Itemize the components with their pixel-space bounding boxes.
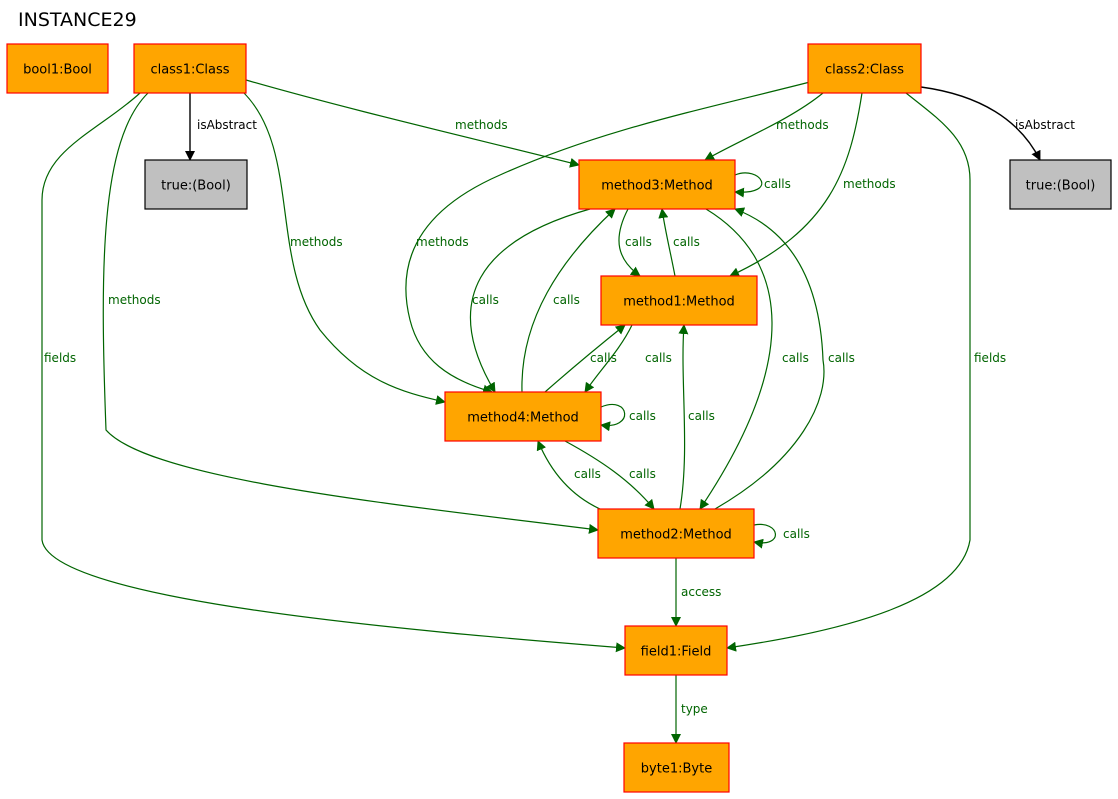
- node-box-byte1: [623, 742, 730, 793]
- edge-label-method2-method2: calls: [783, 527, 810, 541]
- edge-label-class2-method3: methods: [776, 118, 829, 132]
- edge-label-method3-method4: calls: [472, 293, 499, 307]
- edge-class2-fields-field1: [726, 92, 971, 652]
- node-box-method2: [597, 508, 755, 559]
- edge-label-class2-field1: fields: [974, 351, 1006, 365]
- edge-label-method3-method1: calls: [625, 235, 652, 249]
- node-box-bool1: [6, 43, 109, 94]
- edge-label-class1-method4: methods: [290, 235, 343, 249]
- edge-method3-calls-method3: [734, 172, 763, 198]
- edge-label-class2-method1: methods: [843, 177, 896, 191]
- node-box-true1: [144, 159, 248, 210]
- edge-class1-methods-method2: [102, 92, 599, 534]
- edges-layer: [41, 79, 1041, 744]
- node-box-class1: [133, 43, 247, 94]
- edge-class1-methods-method3: [245, 79, 580, 168]
- edge-class2-methods-method3: [704, 92, 824, 161]
- edge-label-method4-method1: calls: [590, 351, 617, 365]
- node-class1[interactable]: class1:Class: [133, 43, 247, 94]
- node-class2[interactable]: class2:Class: [807, 43, 922, 94]
- node-label-method2: method2:Method: [620, 528, 732, 543]
- edge-label-class1-field1: fields: [44, 351, 76, 365]
- edge-label-method4-method3: calls: [553, 293, 580, 307]
- node-method1[interactable]: method1:Method: [600, 275, 758, 326]
- edge-method2-calls-method3: [714, 207, 825, 510]
- node-field1[interactable]: field1:Field: [624, 625, 728, 676]
- edge-label-method2-method1: calls: [688, 409, 715, 423]
- node-box-method4: [444, 391, 602, 442]
- nodes-layer: bool1:Bool class1:Class class2:Class true:(…: [6, 43, 1112, 793]
- edge-method3-calls-method4: [470, 208, 591, 393]
- edge-label-method2-field1: access: [681, 585, 721, 599]
- node-box-method3: [578, 159, 736, 210]
- edge-label-class1-true1: isAbstract: [197, 118, 257, 132]
- node-label-method4: method4:Method: [467, 411, 579, 426]
- edge-label-method2-method3: calls: [828, 351, 855, 365]
- node-byte1[interactable]: byte1:Byte: [623, 742, 730, 793]
- node-label-byte1: byte1:Byte: [641, 762, 712, 777]
- edge-label-class1-method2: methods: [108, 293, 161, 307]
- node-box-field1: [624, 625, 728, 676]
- edge-method4-calls-method1: [544, 324, 626, 393]
- edge-method4-calls-method4: [600, 403, 626, 432]
- node-box-class2: [807, 43, 922, 94]
- node-label-true2: true:(Bool): [1026, 179, 1096, 194]
- edge-labels-layer: isAbstract methods methods methods fields isA…: [44, 118, 1075, 716]
- node-label-true1: true:(Bool): [161, 179, 231, 194]
- node-label-class2: class2:Class: [825, 63, 904, 78]
- edge-class2-methods-method1: [729, 92, 863, 277]
- edge-label-method4-method2: calls: [629, 467, 656, 481]
- node-method2[interactable]: method2:Method: [597, 508, 755, 559]
- edge-label-method3-method2: calls: [782, 351, 809, 365]
- edge-label-field1-byte1: type: [681, 702, 708, 716]
- node-true2[interactable]: true:(Bool): [1009, 159, 1112, 210]
- node-box-method1: [600, 275, 758, 326]
- edge-method1-calls-method3: [658, 208, 676, 277]
- node-bool1[interactable]: bool1:Bool: [6, 43, 109, 94]
- node-label-method1: method1:Method: [623, 295, 735, 310]
- edge-class1-methods-method4: [243, 92, 446, 405]
- edge-label-method2-method4: calls: [574, 467, 601, 481]
- edge-class2-isAbstract-true2: [920, 86, 1041, 161]
- node-label-bool1: bool1:Bool: [23, 63, 92, 78]
- edge-method3-calls-method1: [618, 208, 641, 277]
- node-box-true2: [1009, 159, 1112, 210]
- edge-method1-calls-method4: [584, 324, 633, 393]
- edge-label-class2-true2: isAbstract: [1015, 118, 1075, 132]
- edge-method2-calls-method1: [678, 324, 689, 510]
- edge-method4-calls-method3: [521, 208, 616, 393]
- edge-label-class1-method3: methods: [455, 118, 508, 132]
- node-method3[interactable]: method3:Method: [578, 159, 736, 210]
- node-label-method3: method3:Method: [601, 179, 713, 194]
- edge-method2-calls-method4: [536, 440, 601, 510]
- edge-label-method1-method3: calls: [673, 235, 700, 249]
- edge-class2-methods-method4: [405, 81, 811, 395]
- edge-class1-fields-field1: [41, 92, 626, 653]
- edge-label-method3-method3: calls: [764, 177, 791, 191]
- node-label-class1: class1:Class: [150, 63, 229, 78]
- edge-label-class2-method4: methods: [416, 235, 469, 249]
- node-label-field1: field1:Field: [641, 645, 712, 660]
- edge-method2-calls-method2: [753, 523, 776, 549]
- node-true1[interactable]: true:(Bool): [144, 159, 248, 210]
- diagram-title: INSTANCE29: [18, 9, 137, 31]
- edge-method3-calls-method2: [699, 208, 773, 510]
- edge-label-method4-method4: calls: [629, 409, 656, 423]
- edge-label-method1-method4: calls: [645, 351, 672, 365]
- edge-method4-calls-method2: [564, 440, 655, 510]
- node-method4[interactable]: method4:Method: [444, 391, 602, 442]
